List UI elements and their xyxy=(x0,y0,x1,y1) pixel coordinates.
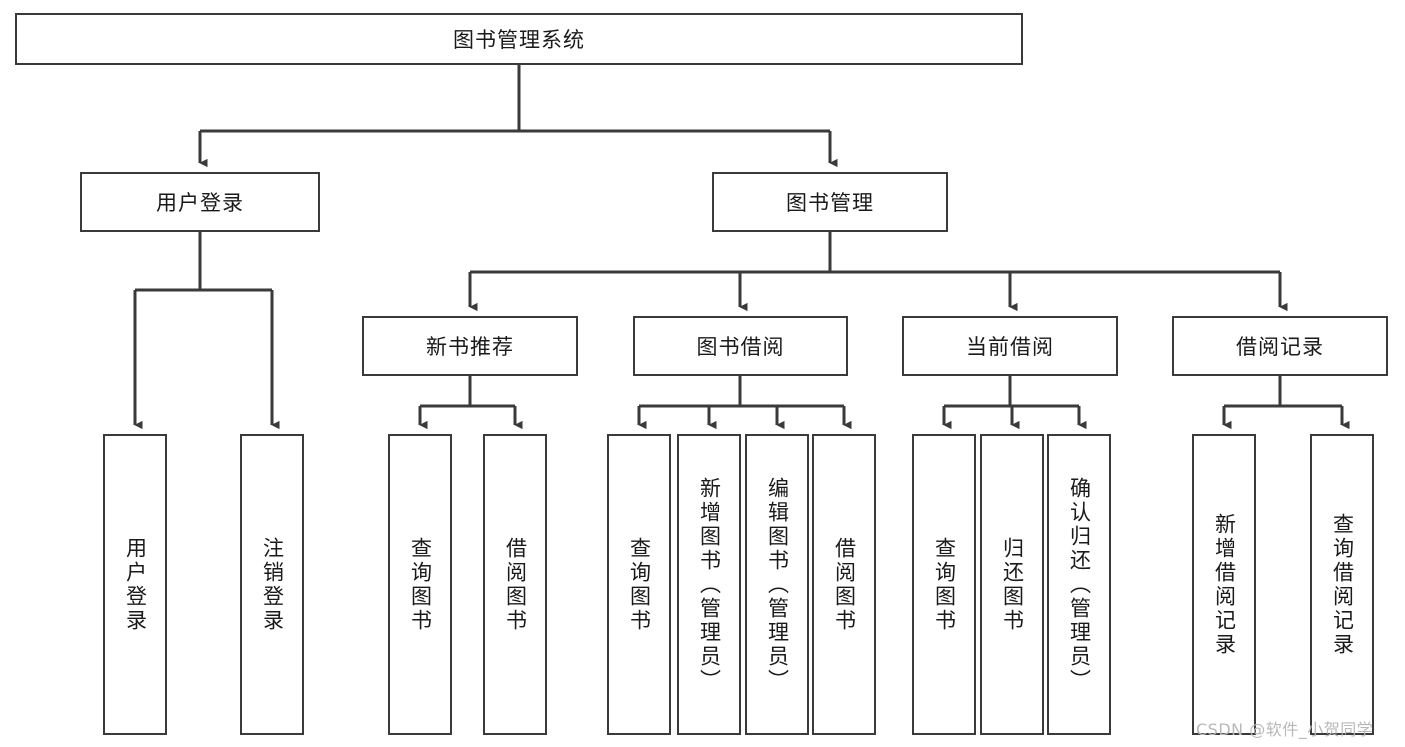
node-label: 查询图书 xyxy=(627,536,652,633)
node-label: 借阅图书 xyxy=(832,536,857,633)
node-label: 图书管理系统 xyxy=(453,28,585,52)
node-leaf-borrow-book-1[interactable]: 借阅图书 xyxy=(483,434,547,735)
node-label: 查询图书 xyxy=(408,536,433,633)
csdn-watermark: CSDN @软件_小贺同学 xyxy=(1196,720,1374,739)
node-label: 用户登录 xyxy=(156,191,244,215)
node-leaf-confirm-return[interactable]: 确认归还（管理员） xyxy=(1047,434,1111,735)
node-label: 图书借阅 xyxy=(696,335,785,359)
node-leaf-logout[interactable]: 注销登录 xyxy=(240,434,304,735)
node-label: 新书推荐 xyxy=(426,335,514,359)
node-label: 当前借阅 xyxy=(966,335,1054,359)
node-leaf-query-book-1[interactable]: 查询图书 xyxy=(388,434,452,735)
node-leaf-edit-book[interactable]: 编辑图书（管理员） xyxy=(745,434,809,735)
node-user-login[interactable]: 用户登录 xyxy=(80,172,320,232)
node-label: 确认归还（管理员） xyxy=(1067,476,1092,693)
node-book-borrow[interactable]: 图书借阅 xyxy=(633,316,848,376)
node-leaf-user-login[interactable]: 用户登录 xyxy=(103,434,167,735)
node-new-book-rec[interactable]: 新书推荐 xyxy=(362,316,578,376)
node-label: 查询借阅记录 xyxy=(1330,512,1355,657)
node-leaf-query-book-3[interactable]: 查询图书 xyxy=(912,434,976,735)
node-borrow-record[interactable]: 借阅记录 xyxy=(1172,316,1388,376)
node-leaf-return-book[interactable]: 归还图书 xyxy=(980,434,1044,735)
node-label: 编辑图书（管理员） xyxy=(765,476,790,693)
node-label: 查询图书 xyxy=(932,536,957,633)
node-label: 注销登录 xyxy=(260,536,285,633)
node-leaf-borrow-book-2[interactable]: 借阅图书 xyxy=(812,434,876,735)
node-leaf-query-record[interactable]: 查询借阅记录 xyxy=(1310,434,1374,735)
node-leaf-query-book-2[interactable]: 查询图书 xyxy=(607,434,671,735)
node-leaf-add-record[interactable]: 新增借阅记录 xyxy=(1192,434,1256,735)
node-label: 借阅图书 xyxy=(503,536,528,633)
node-label: 借阅记录 xyxy=(1236,335,1324,359)
node-leaf-add-book[interactable]: 新增图书（管理员） xyxy=(677,434,741,735)
node-book-manage[interactable]: 图书管理 xyxy=(712,172,948,232)
node-root-system[interactable]: 图书管理系统 xyxy=(15,13,1023,65)
node-label: 图书管理 xyxy=(786,191,874,215)
node-current-borrow[interactable]: 当前借阅 xyxy=(902,316,1118,376)
node-label: 归还图书 xyxy=(1000,536,1025,633)
node-label: 新增借阅记录 xyxy=(1212,512,1237,657)
node-label: 新增图书（管理员） xyxy=(697,476,722,693)
node-label: 用户登录 xyxy=(123,536,148,633)
